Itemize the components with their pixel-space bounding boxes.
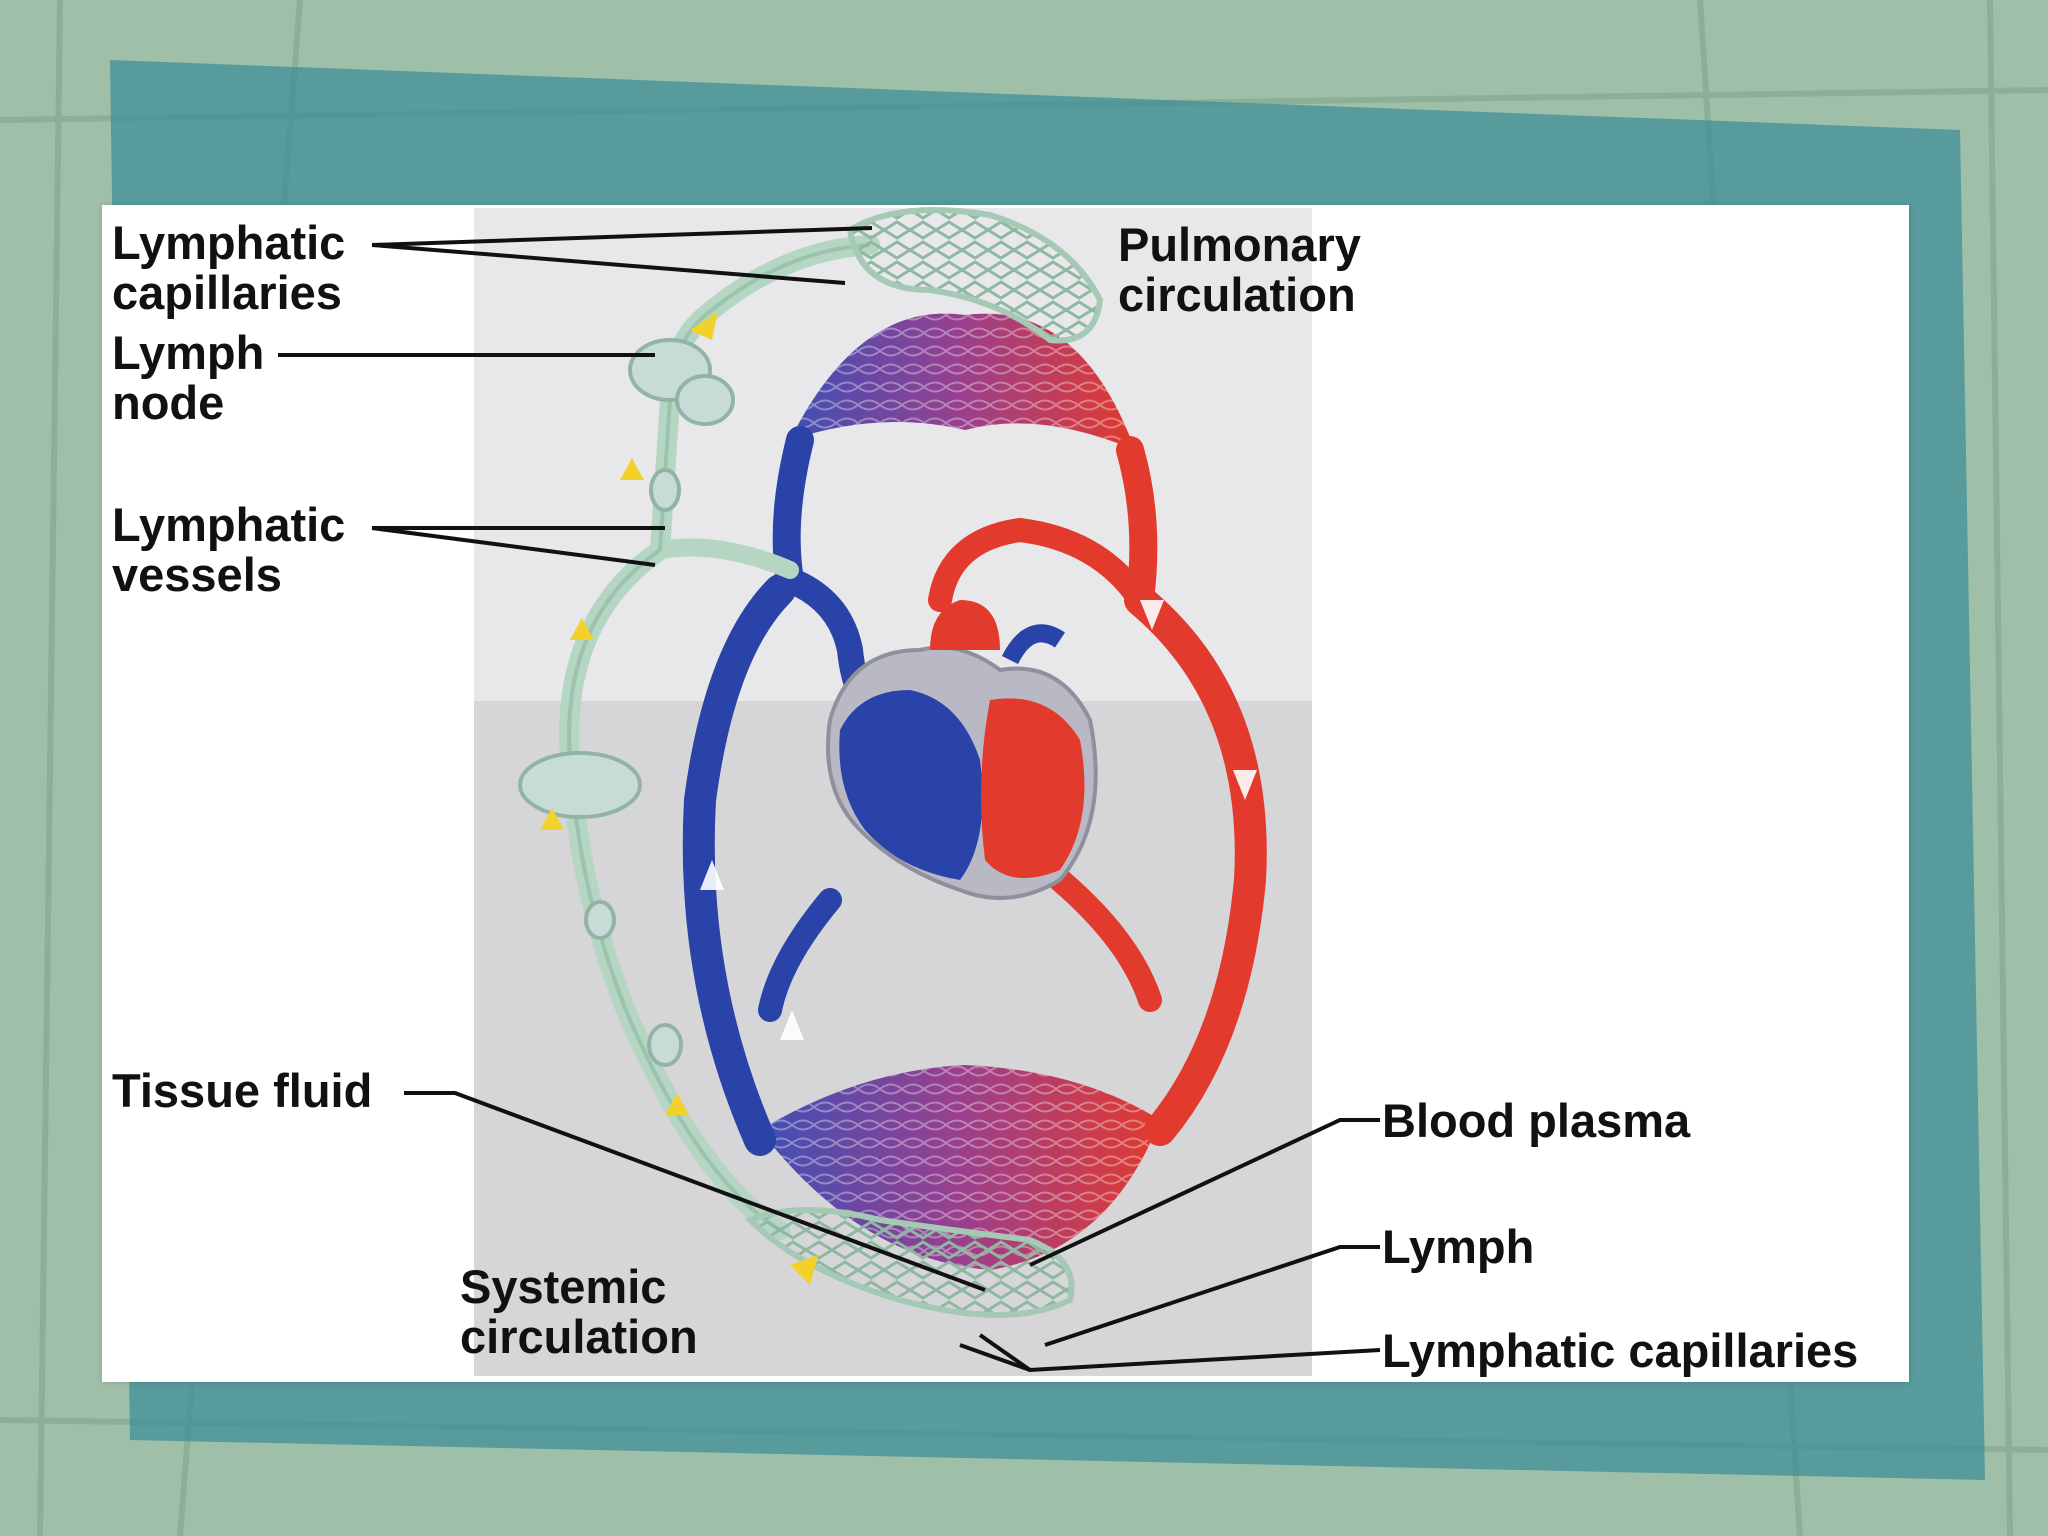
oxygenated-vessels [928,436,1267,1146]
lymph-node-lower [518,751,642,819]
label-systemic-circulation: Systemic circulation [460,1260,698,1363]
label-lymphatic-capillaries-bottom: Lymphatic capillaries [1382,1324,1859,1377]
label-tissue-fluid: Tissue fluid [112,1064,373,1117]
blood-flow-arrows [700,600,1257,1040]
heart [826,600,1098,900]
label-lymphatic-vessels: Lymphatic vessels [112,498,346,601]
heart-left-side [981,698,1085,878]
label-blood-plasma: Blood plasma [1382,1094,1691,1147]
label-lymph-node: Lymph node [112,326,265,429]
label-lymph: Lymph [1382,1220,1535,1273]
label-pulmonary-circulation: Pulmonary circulation [1118,218,1361,321]
pulmonary-lymphatic-capillary-bed [846,207,1104,344]
leader-lines [278,226,1381,1373]
label-lymphatic-capillaries-top: Lymphatic capillaries [112,216,346,319]
lymph-flow-arrows [540,312,818,1285]
heart-right-side [839,690,983,880]
